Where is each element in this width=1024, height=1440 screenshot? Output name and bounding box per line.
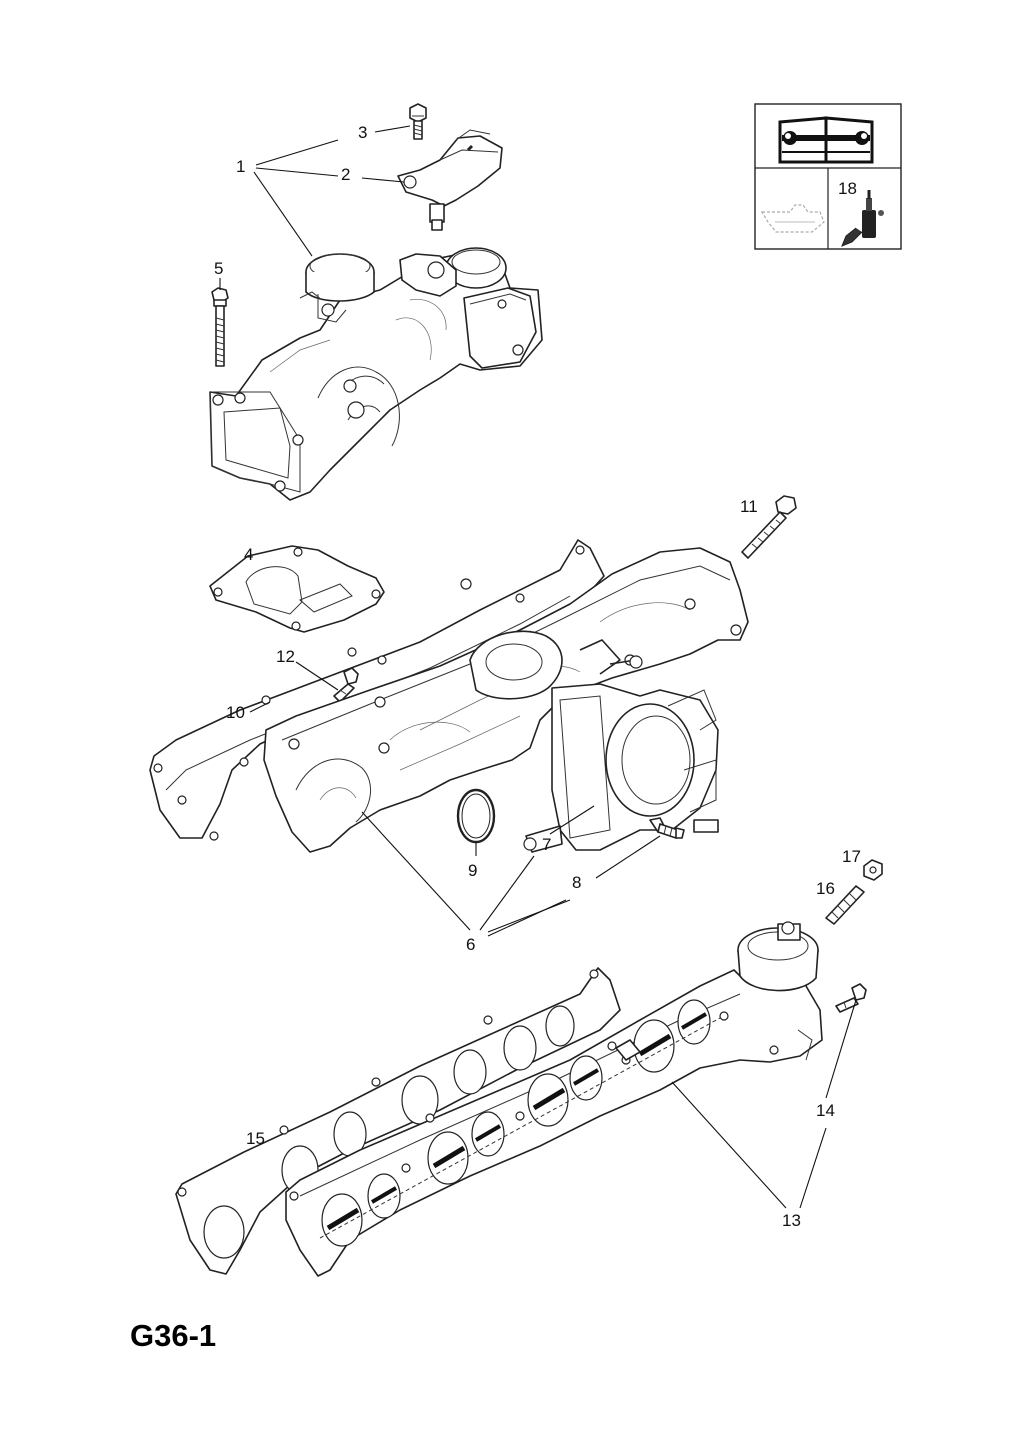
callout-13: 13 xyxy=(782,1211,801,1230)
callout-10: 10 xyxy=(226,703,245,722)
callout-3: 3 xyxy=(358,123,367,142)
callout-6: 6 xyxy=(466,935,475,954)
callout-16: 16 xyxy=(816,879,835,898)
sensor-bolt-part xyxy=(409,103,427,140)
bolt-part-14 xyxy=(835,983,867,1013)
callout-17: 17 xyxy=(842,847,861,866)
intake-manifold-part xyxy=(263,547,749,853)
legend-box: 18 xyxy=(754,103,902,250)
callout-1: 1 xyxy=(236,157,245,176)
callout-15: 15 xyxy=(246,1129,265,1148)
callout-2: 2 xyxy=(341,165,350,184)
o-ring-part xyxy=(456,788,496,844)
callout-14: 14 xyxy=(816,1101,835,1120)
long-bolt-part xyxy=(211,287,229,367)
callout-7: 7 xyxy=(542,835,551,854)
callout-9: 9 xyxy=(468,861,477,880)
legend-sealant-ref: 18 xyxy=(838,179,857,198)
throttle-housing-part xyxy=(209,247,543,501)
callout-12: 12 xyxy=(276,647,295,666)
callout-labels: 1 2 3 4 5 6 7 8 9 10 11 12 13 14 15 16 1… xyxy=(214,123,861,1230)
throttle-gasket-part xyxy=(209,545,385,633)
book-wrench-icon xyxy=(778,116,874,164)
stud-part-16 xyxy=(825,885,865,925)
manifold-bolt-11 xyxy=(741,495,797,559)
page-code: G36-1 xyxy=(130,1318,216,1353)
pressure-sensor-part xyxy=(397,129,503,231)
callout-4: 4 xyxy=(244,545,253,564)
leader-lines xyxy=(219,125,857,1209)
nut-part-17 xyxy=(863,859,883,881)
callout-11: 11 xyxy=(740,497,758,516)
engine-oil-pan-icon xyxy=(760,204,825,233)
screw-part-8 xyxy=(649,817,685,839)
callout-5: 5 xyxy=(214,259,223,278)
swirl-flap-manifold-13 xyxy=(285,921,823,1277)
callout-8: 8 xyxy=(572,873,581,892)
manifold-bolt-12 xyxy=(333,667,359,703)
sealant-tube-icon xyxy=(841,190,884,247)
